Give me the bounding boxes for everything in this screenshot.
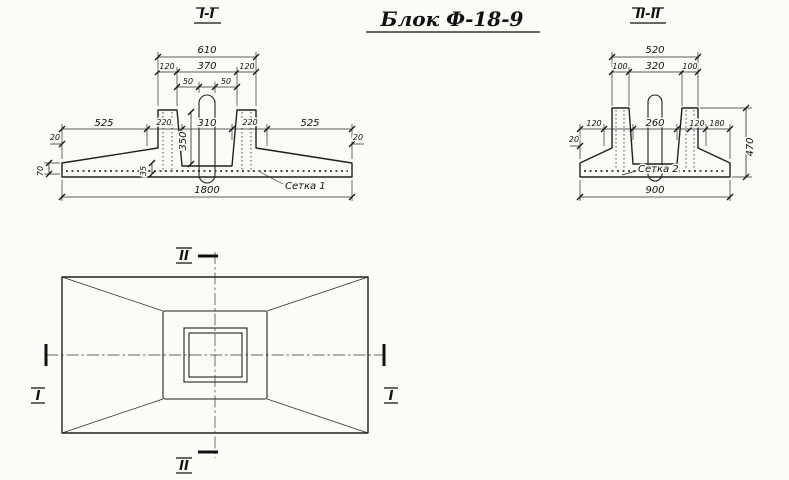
dim-1800: 1800 <box>194 185 219 196</box>
dim-370: 370 <box>197 61 216 72</box>
mesh-2-label: Сетка 2 <box>638 164 679 175</box>
dim-120-right-ii: 120 <box>689 119 704 128</box>
dim-350: 350 <box>178 131 189 150</box>
dim-610: 610 <box>197 45 216 56</box>
column-socket-outline-II <box>647 94 663 182</box>
plan-slope-diagonals <box>61 276 369 434</box>
plan-marker-right-label: I <box>389 389 394 404</box>
mesh-1-leader <box>259 171 284 185</box>
foundation-profile-II <box>579 107 731 178</box>
dim-35: 35 <box>139 166 148 176</box>
dim-120-left: 120 <box>159 62 174 71</box>
dim-180: 180 <box>709 119 724 128</box>
dim-100-left: 100 <box>612 62 627 71</box>
dim-470: 470 <box>745 137 756 156</box>
dim-525-right: 525 <box>300 118 319 129</box>
dim-100-right: 100 <box>682 62 697 71</box>
plan-marker-left-bars <box>31 387 45 404</box>
section-II-II-label-bars <box>630 7 666 24</box>
dimension-lines-I <box>48 56 364 198</box>
dimension-ticks-I <box>45 53 356 201</box>
drawing-title: Блок Ф-18-9 <box>380 7 524 31</box>
dim-20-left: 20 <box>50 133 60 142</box>
dimension-lines-II <box>570 56 747 198</box>
dim-20-right: 20 <box>353 133 363 142</box>
plan-marker-bottom-label: II <box>179 459 189 474</box>
plan-marker-right-bars <box>384 387 398 404</box>
foundation-profile-I <box>61 109 353 178</box>
title-block: Блок Ф-18-9 <box>366 7 540 33</box>
dim-900: 900 <box>645 185 664 196</box>
dim-50-right: 50 <box>221 77 231 86</box>
section-II-II-label: II-II <box>636 7 661 22</box>
column-socket-outline-I <box>198 94 216 184</box>
dim-50-left: 50 <box>183 77 193 86</box>
dim-520: 520 <box>645 45 664 56</box>
dim-70: 70 <box>36 166 45 176</box>
section-I-I-view: I-I 610 120 370 120 50 50 525 220 310 22… <box>35 6 365 201</box>
plan-marker-top-bars <box>176 247 192 264</box>
section-I-I-label-bars <box>194 7 221 24</box>
dim-120-left-ii: 120 <box>586 119 601 128</box>
dim-120-right: 120 <box>239 62 254 71</box>
section-II-II-view: II-II 520 100 320 100 120 260 120 180 20… <box>567 6 758 201</box>
dim-260: 260 <box>645 118 664 129</box>
dim-220-left: 220 <box>156 118 171 127</box>
plan-view: II II I I <box>31 247 398 476</box>
section-I-I-label: I-I <box>199 7 214 22</box>
dim-310: 310 <box>197 118 216 129</box>
plan-marker-top-label: II <box>179 249 189 264</box>
dim-525-left: 525 <box>94 118 113 129</box>
plan-marker-bottom-bars <box>176 457 192 474</box>
mesh-2-leader <box>621 170 637 176</box>
dim-20-left-ii: 20 <box>569 135 579 144</box>
dim-220-right: 220 <box>242 118 257 127</box>
extension-lines-II <box>579 52 752 201</box>
dim-320: 320 <box>645 61 664 72</box>
mesh-1-label: Сетка 1 <box>285 181 326 192</box>
dimension-ticks-II <box>576 53 750 201</box>
plan-marker-left-label: I <box>36 389 41 404</box>
